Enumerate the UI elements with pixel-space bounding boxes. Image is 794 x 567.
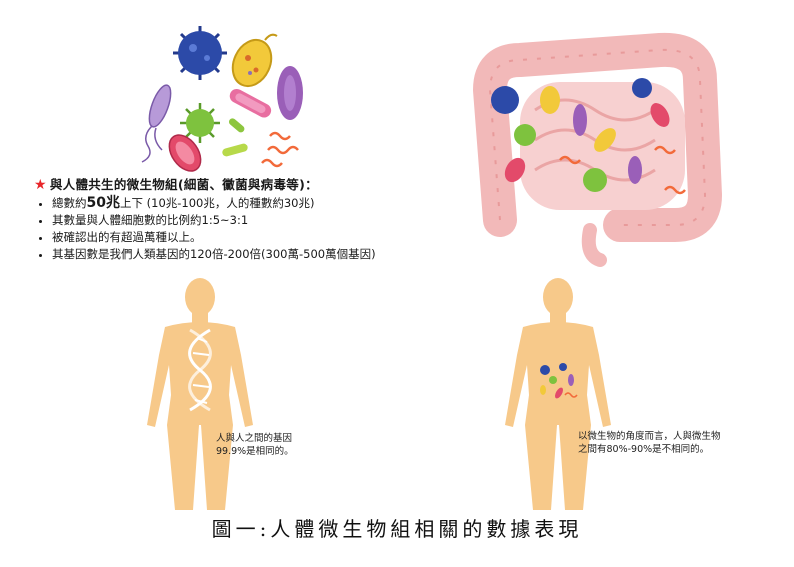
star-icon: ★: [34, 177, 47, 193]
info-item-genes: 其基因數是我們人類基因的120倍-200倍(300萬-500萬個基因): [52, 246, 454, 263]
human-silhouette-icon: [505, 278, 611, 510]
microbes-illustration: [141, 26, 303, 172]
microbiome-info: ★與人體共生的微生物組(細菌、黴菌與病毒等)： 總數約50兆上下 (10兆-10…: [34, 176, 454, 263]
caption-right: 以微生物的角度而言，人與微生物 之間有80%-90%是不相同的。: [578, 431, 721, 455]
spiral-bacteria-icon: [261, 131, 299, 168]
bacterium-red-icon: [168, 134, 202, 172]
large-intestine-icon: [473, 32, 722, 267]
info-item-species: 被確認出的有超過萬種以上。: [52, 229, 454, 246]
intestine-illustration: [473, 32, 722, 267]
human-body-microbes: [505, 278, 611, 510]
bacterium-yellow-icon: [231, 33, 278, 88]
virus-blue-icon: [173, 26, 227, 80]
human-body-dna: [147, 278, 253, 510]
gut-microbes-icon: [491, 78, 686, 195]
bacterium-pink-icon: [229, 88, 272, 118]
human-silhouette-icon: [147, 278, 253, 510]
bacterium-flagellum-icon: [141, 84, 172, 163]
bacterium-purple-icon: [277, 66, 303, 120]
bacterium-rod-green-icon: [222, 118, 248, 157]
info-item-ratio: 其數量與人體細胞數的比例約1:5~3:1: [52, 212, 454, 229]
caption-left: 人與人之間的基因 99.9%是相同的。: [216, 433, 294, 457]
info-list: 總數約50兆上下 (10兆-100兆，人的種數約30兆) 其數量與人體細胞數的比…: [34, 195, 454, 263]
gut-microbes-icon: [540, 363, 578, 399]
dna-icon: [188, 328, 212, 412]
figure-title: 圖一:人體微生物組相關的數據表現: [211, 517, 583, 541]
virus-green-icon: [180, 103, 220, 143]
info-heading: ★與人體共生的微生物組(細菌、黴菌與病毒等)：: [34, 177, 318, 193]
info-item-total: 總數約50兆上下 (10兆-100兆，人的種數約30兆): [52, 195, 454, 212]
